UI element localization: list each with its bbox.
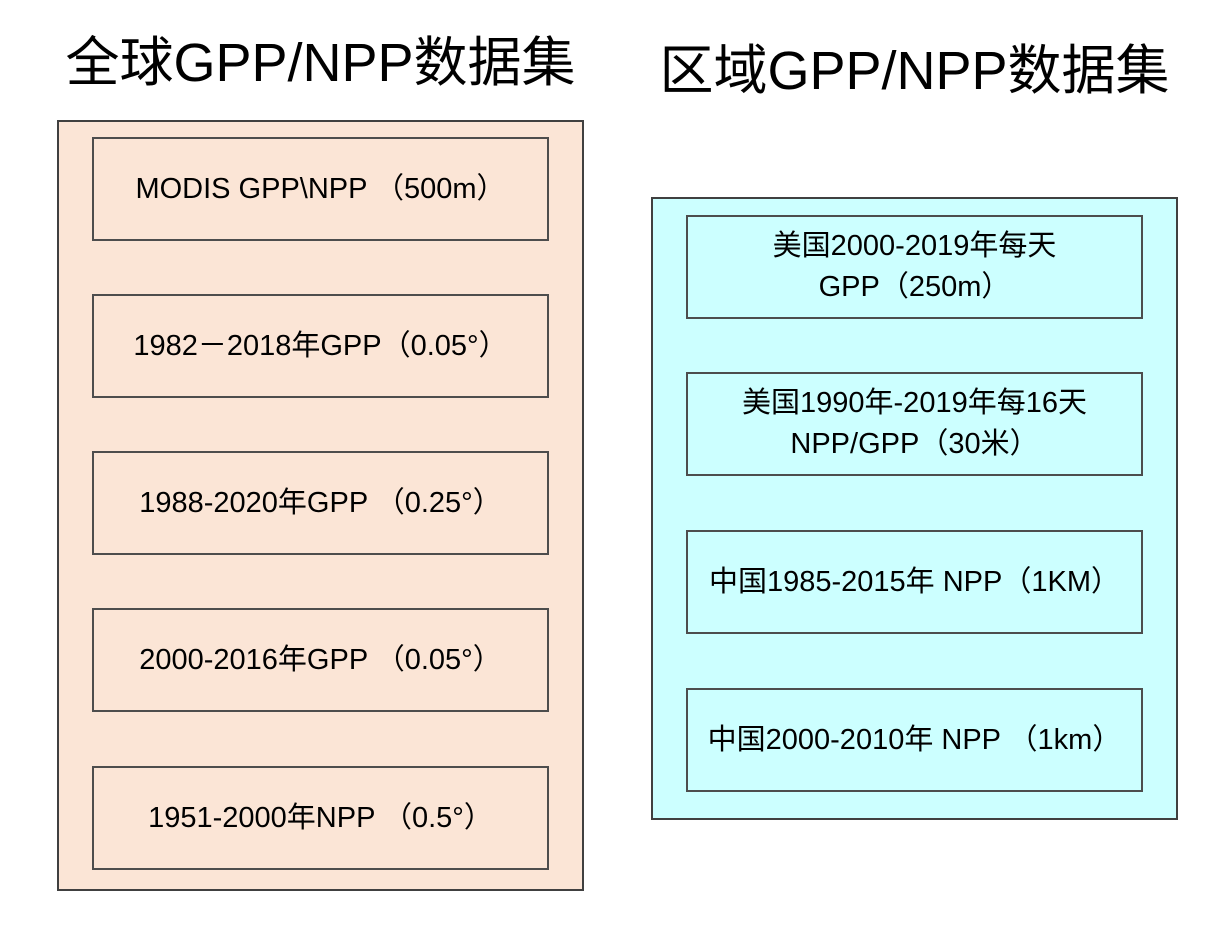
dataset-box-china-1985-2015-npp: 中国1985-2015年 NPP（1KM） [686,530,1143,634]
dataset-box-china-2000-2010-npp: 中国2000-2010年 NPP （1km） [686,688,1143,792]
dataset-box-2000-2016-gpp: 2000-2016年GPP （0.05°） [92,608,549,712]
global-datasets-panel: MODIS GPP\NPP （500m） 1982－2018年GPP（0.05°… [57,120,584,891]
dataset-box-modis-gpp-npp: MODIS GPP\NPP （500m） [92,137,549,241]
regional-datasets-panel: 美国2000-2019年每天 GPP（250m） 美国1990年-2019年每1… [651,197,1178,820]
global-datasets-title: 全球GPP/NPP数据集 [65,33,576,93]
dataset-box-1988-2020-gpp: 1988-2020年GPP （0.25°） [92,451,549,555]
regional-datasets-title: 区域GPP/NPP数据集 [659,41,1170,101]
dataset-box-1951-2000-npp: 1951-2000年NPP （0.5°） [92,766,549,870]
dataset-box-usa-16day-npp-gpp: 美国1990年-2019年每16天 NPP/GPP（30米） [686,372,1143,476]
dataset-box-usa-daily-gpp: 美国2000-2019年每天 GPP（250m） [686,215,1143,319]
dataset-box-1982-2018-gpp: 1982－2018年GPP（0.05°） [92,294,549,398]
